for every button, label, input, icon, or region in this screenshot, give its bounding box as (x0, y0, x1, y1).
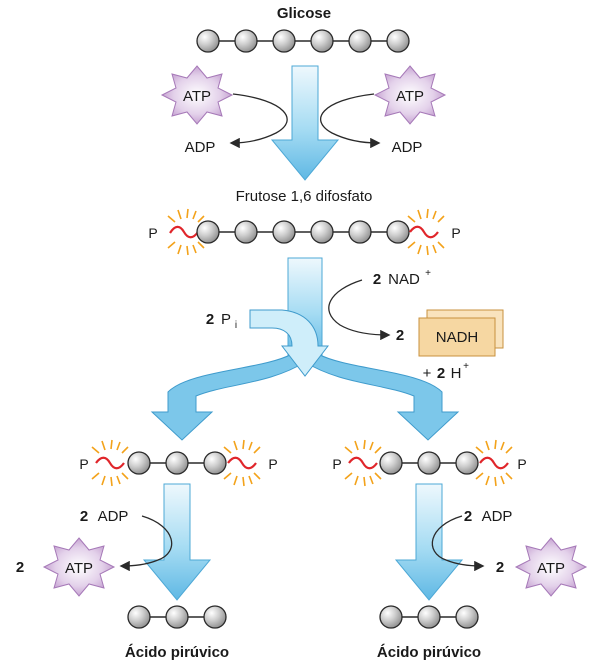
h-count: 2 (437, 365, 445, 382)
phosphate-label: P (517, 456, 526, 472)
atp-count-right: 2 (496, 559, 504, 576)
phosphate-glow-right (223, 439, 261, 487)
atp-label: ATP (537, 560, 565, 577)
nadh-box: NADH (418, 309, 504, 357)
fructose-molecule: P P (148, 208, 461, 256)
adp-count-left: 2 (80, 508, 88, 525)
pyruvate-molecule-left (127, 605, 227, 629)
carbon-atom (165, 605, 189, 629)
glucose-molecule (196, 29, 410, 53)
pi-subscript: i (235, 320, 237, 331)
adp-label-left: ADP (185, 139, 216, 156)
nad-charge: + (425, 268, 431, 279)
phosphate-label: P (268, 456, 277, 472)
nad-label: NAD (388, 271, 420, 288)
down-arrow (270, 65, 340, 181)
carbon-atom (310, 220, 334, 244)
phosphate-label: P (79, 456, 88, 472)
curved-arrow (320, 93, 381, 149)
down-arrow-left (142, 483, 212, 601)
atp-count-left: 2 (16, 559, 24, 576)
atp-star-left: ATP (160, 65, 234, 125)
pi-count: 2 (206, 311, 214, 328)
carbon-atom (386, 29, 410, 53)
nadh-count: 2 (396, 327, 404, 344)
high-energy-bond (409, 225, 439, 239)
carbon-atom (272, 220, 296, 244)
phosphate-glow-left (167, 208, 205, 256)
adp-count-right: 2 (464, 508, 472, 525)
high-energy-bond (95, 456, 125, 470)
phosphate-label: P (332, 456, 341, 472)
carbon-atom (417, 605, 441, 629)
phosphate-glow-left (91, 439, 129, 487)
carbon-atom (379, 451, 403, 475)
carbon-atom (196, 220, 220, 244)
triose-molecule-right: P P (332, 439, 527, 487)
carbon-atom (127, 605, 151, 629)
high-energy-bond (227, 456, 257, 470)
phosphate-label: P (451, 225, 460, 241)
carbon-atom (310, 29, 334, 53)
pi-label: P (221, 311, 231, 328)
carbon-atom (455, 605, 479, 629)
carbon-atom (127, 451, 151, 475)
nad-count: 2 (373, 271, 381, 288)
pyruvate-label-right: Ácido pirúvico (377, 644, 481, 661)
carbon-atom (386, 220, 410, 244)
plus-sign: + (423, 365, 432, 382)
h-charge: + (463, 361, 469, 372)
h-label: H (451, 365, 462, 382)
high-energy-bond (169, 225, 199, 239)
phosphate-glow-left (344, 439, 382, 487)
curved-arrow (119, 515, 173, 572)
carbon-atom (203, 605, 227, 629)
down-arrow-right (394, 483, 464, 601)
carbon-atom (272, 29, 296, 53)
carbon-atom (165, 451, 189, 475)
atp-label: ATP (183, 88, 211, 105)
pyruvate-label-left: Ácido pirúvico (125, 644, 229, 661)
atp-label: ATP (396, 88, 424, 105)
atp-star-lower-right: ATP (514, 537, 588, 597)
carbon-atom (379, 605, 403, 629)
glucose-label: Glicose (277, 5, 331, 22)
high-energy-bond (479, 456, 509, 470)
fructose-label: Frutose 1,6 difosfato (236, 188, 373, 205)
carbon-atom (234, 29, 258, 53)
triose-molecule-left: P P (79, 439, 278, 487)
carbon-atom (348, 29, 372, 53)
split-arrow (150, 257, 460, 441)
curved-arrow (328, 279, 391, 341)
atp-star-lower-left: ATP (42, 537, 116, 597)
curved-arrow (431, 515, 485, 572)
atp-star-right: ATP (373, 65, 447, 125)
phosphate-label: P (148, 225, 157, 241)
carbon-atom (417, 451, 441, 475)
carbon-atom (234, 220, 258, 244)
phosphate-glow-right (407, 208, 445, 256)
adp-label-right: ADP (482, 508, 513, 525)
adp-label-right: ADP (392, 139, 423, 156)
carbon-atom (203, 451, 227, 475)
adp-label-left: ADP (98, 508, 129, 525)
atp-label: ATP (65, 560, 93, 577)
carbon-atom (348, 220, 372, 244)
phosphate-glow-right (475, 439, 513, 487)
nadh-label: NADH (436, 329, 479, 346)
pyruvate-molecule-right (379, 605, 479, 629)
carbon-atom (455, 451, 479, 475)
carbon-atom (196, 29, 220, 53)
curved-arrow (229, 93, 288, 149)
high-energy-bond (348, 456, 378, 470)
